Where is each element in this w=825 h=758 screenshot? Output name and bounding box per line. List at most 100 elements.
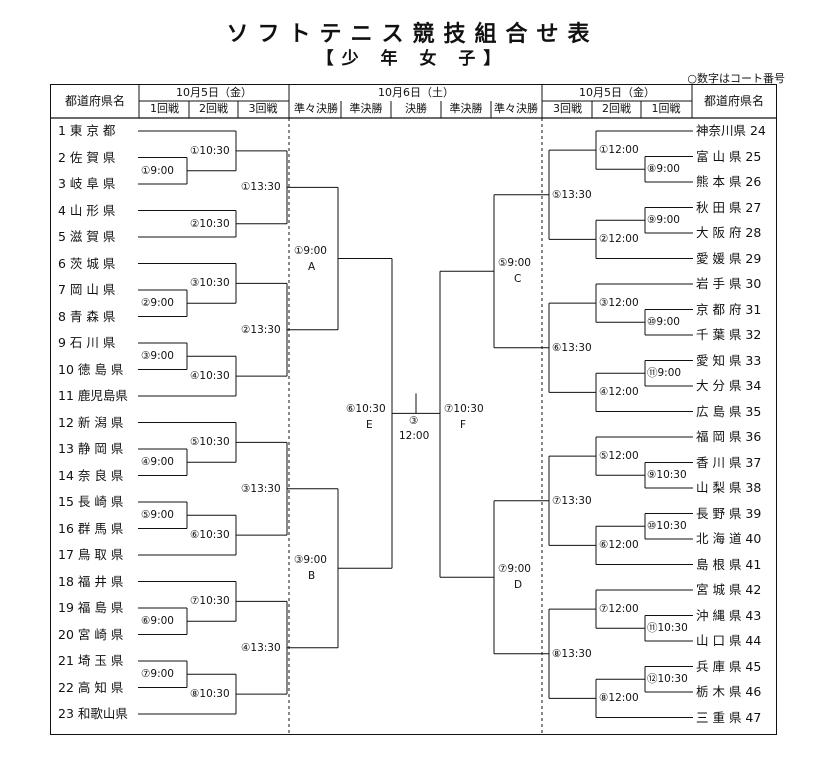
semifinal-time: ⑦10:30 — [444, 403, 484, 416]
header-day-center: 10月6日（土） — [378, 86, 454, 99]
semifinal-group: E — [366, 419, 373, 432]
right-prefecture-item: 沖 縄 県 43 — [696, 607, 762, 623]
right-round2-match: ⑥12:00 — [599, 539, 639, 552]
left-prefecture-item: 17 鳥 取 県 — [58, 547, 124, 562]
header-qf-right: 準々決勝 — [494, 102, 538, 115]
left-round1-match: ②9:00 — [141, 297, 174, 310]
right-round1-match: ⑪10:30 — [647, 622, 688, 635]
left-round2-match: ③10:30 — [190, 277, 230, 290]
page-title: ソフトテニス競技組合せ表 — [226, 22, 599, 47]
final-court: ③ — [409, 415, 419, 428]
left-round3-match: ②13:30 — [241, 323, 281, 336]
quarterfinal-group: A — [308, 260, 316, 273]
quarterfinal-time: ⑦9:00 — [498, 563, 531, 576]
left-prefecture-item: 16 群 馬 県 — [58, 520, 124, 536]
header-pref-left: 都道府県名 — [64, 94, 125, 108]
left-round3-match: ①13:30 — [241, 181, 281, 194]
left-prefecture-item: 8 青 森 県 — [58, 308, 116, 324]
left-round1-match: ①9:00 — [141, 164, 174, 177]
header-qf-left: 準々決勝 — [294, 102, 338, 115]
right-prefecture-item: 栃 木 県 46 — [696, 684, 762, 699]
left-round2-match: ⑦10:30 — [190, 595, 230, 608]
right-round1-match: ⑪9:00 — [647, 367, 682, 380]
left-prefecture-item: 21 埼 玉 県 — [58, 653, 124, 668]
left-prefecture-item: 12 新 潟 県 — [58, 414, 124, 430]
left-prefecture-item: 7 岡 山 県 — [58, 282, 116, 297]
quarterfinal-time: ⑤9:00 — [498, 257, 531, 270]
right-round1-match: ⑩10:30 — [647, 520, 687, 533]
left-round3-match: ③13:30 — [241, 482, 281, 495]
left-round2-match: ①10:30 — [190, 144, 230, 157]
left-prefecture-item: 13 静 岡 県 — [58, 441, 124, 456]
header-right-round3: 3回戦 — [553, 102, 582, 115]
right-prefecture-item: 秋 田 県 27 — [696, 199, 762, 215]
header-final: 決勝 — [405, 102, 427, 115]
right-prefecture-item: 京 都 府 31 — [696, 301, 762, 317]
right-prefecture-item: 島 根 県 41 — [696, 556, 762, 572]
left-prefecture-item: 5 滋 賀 県 — [58, 229, 116, 244]
quarterfinal-group: D — [514, 579, 523, 592]
right-round1-match: ⑧9:00 — [647, 163, 680, 176]
right-prefecture-item: 北 海 道 40 — [696, 531, 762, 546]
right-round1-match: ⑨10:30 — [647, 469, 687, 482]
header-right-round1: 1回戦 — [651, 102, 681, 115]
left-round1-match: ⑦9:00 — [141, 668, 174, 681]
left-prefecture-item: 1 東 京 都 — [58, 123, 116, 138]
right-round2-match: ⑧12:00 — [599, 692, 639, 705]
quarterfinal-time: ①9:00 — [294, 244, 327, 257]
right-round3-match: ⑦13:30 — [552, 494, 592, 507]
right-round3-match: ⑥13:30 — [552, 341, 592, 354]
semifinal-group: F — [460, 419, 467, 432]
right-prefecture-item: 大 阪 府 28 — [696, 225, 762, 240]
right-round1-match: ⑩9:00 — [647, 316, 680, 329]
left-prefecture-item: 2 佐 賀 県 — [58, 149, 116, 165]
right-round1-match: ⑨9:00 — [647, 214, 680, 227]
left-round1-match: ⑥9:00 — [141, 615, 174, 628]
right-prefecture-item: 兵 庫 県 45 — [696, 658, 762, 674]
right-prefecture-item: 愛 媛 県 29 — [696, 250, 762, 266]
header-right-round2: 2回戦 — [602, 102, 631, 115]
left-prefecture-item: 14 奈 良 県 — [58, 467, 124, 483]
left-prefecture-item: 10 徳 島 県 — [58, 361, 124, 377]
left-prefecture-item: 3 岐 阜 県 — [58, 176, 116, 191]
left-round2-match: ④10:30 — [190, 370, 230, 383]
right-prefecture-item: 岩 手 県 30 — [696, 276, 762, 291]
left-round1-match: ③9:00 — [141, 350, 174, 363]
quarterfinal-group: C — [514, 273, 522, 286]
right-prefecture-item: 三 重 県 47 — [696, 709, 762, 725]
right-prefecture-item: 広 島 県 35 — [696, 403, 762, 419]
right-round1-match: ⑫10:30 — [647, 673, 688, 686]
right-prefecture-item: 熊 本 県 26 — [696, 174, 762, 189]
left-round2-match: ⑤10:30 — [190, 436, 230, 449]
right-round2-match: ⑦12:00 — [599, 603, 639, 616]
page-subtitle: 【少 年 女 子】 — [316, 49, 509, 69]
left-round2-match: ②10:30 — [190, 217, 230, 230]
left-round3-match: ④13:30 — [241, 641, 281, 654]
left-prefecture-item: 19 福 島 県 — [58, 600, 124, 615]
header-left-round1: 1回戦 — [150, 102, 179, 115]
right-prefecture-item: 福 岡 県 36 — [696, 429, 762, 444]
left-round2-match: ⑥10:30 — [190, 529, 230, 542]
quarterfinal-time: ③9:00 — [294, 554, 327, 567]
left-prefecture-item: 20 宮 崎 県 — [58, 626, 124, 642]
right-round3-match: ⑤13:30 — [552, 188, 592, 201]
left-prefecture-item: 18 福 井 県 — [58, 573, 124, 589]
right-round2-match: ②12:00 — [599, 233, 639, 246]
final-time: 12:00 — [399, 430, 430, 443]
right-prefecture-item: 山 梨 県 38 — [696, 480, 762, 495]
left-prefecture-item: 15 長 崎 県 — [58, 494, 124, 509]
right-round3-match: ⑧13:30 — [552, 647, 592, 660]
header-day-right: 10月5日（金） — [579, 86, 655, 99]
left-round1-match: ④9:00 — [141, 456, 174, 469]
right-round2-match: ③12:00 — [599, 297, 639, 310]
left-prefecture-item: 4 山 形 県 — [58, 202, 116, 218]
left-prefecture-item: 22 高 知 県 — [58, 679, 124, 695]
bracket-frame — [50, 84, 777, 735]
left-prefecture-item: 11 鹿児島県 — [58, 388, 128, 403]
quarterfinal-group: B — [308, 570, 316, 583]
right-prefecture-item: 千 葉 県 32 — [696, 327, 762, 342]
left-round1-match: ⑤9:00 — [141, 509, 174, 522]
right-prefecture-item: 香 川 県 37 — [696, 454, 762, 470]
header-left-round2: 2回戦 — [199, 102, 228, 115]
